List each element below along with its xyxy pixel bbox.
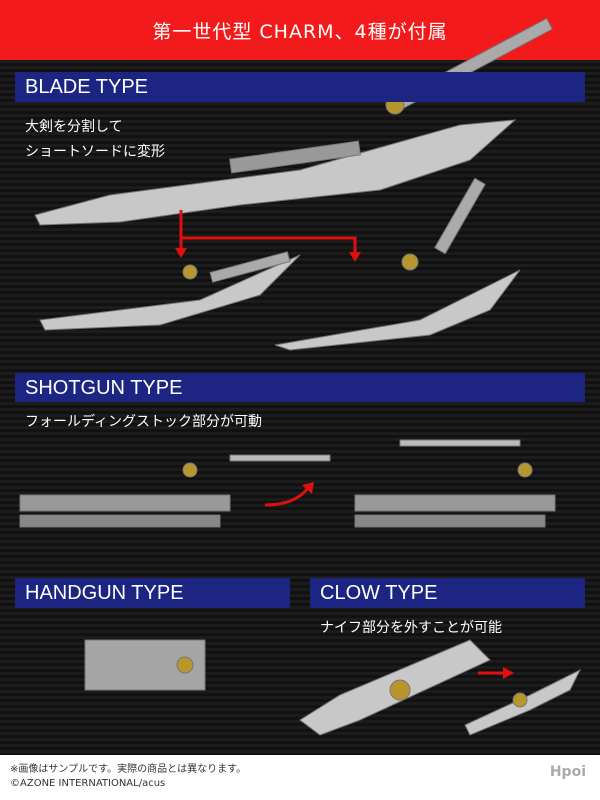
section-title: HANDGUN TYPE: [25, 582, 184, 604]
section-bar-handgun: HANDGUN TYPE: [15, 578, 290, 608]
short-sword-left: [39, 254, 301, 331]
section-bar-shotgun: SHOTGUN TYPE: [15, 373, 585, 402]
blade-description: 大剣を分割してショートソードに変形: [25, 115, 165, 165]
section-title: SHOTGUN TYPE: [25, 377, 183, 399]
section-title: BLADE TYPE: [25, 76, 149, 98]
desc-line: 大剣を分割して: [25, 119, 123, 135]
section-bar-clow: CLOW TYPE: [310, 578, 585, 608]
blade-large: [34, 119, 517, 226]
watermark-logo: Hpoi: [549, 764, 586, 780]
short-sword-right: [274, 269, 521, 351]
shotgun-description: フォールディングストック部分が可動: [25, 414, 263, 430]
shotgun-left: [19, 494, 231, 512]
desc-line: ショートソードに変形: [25, 144, 165, 160]
shotgun-right: [354, 494, 556, 512]
split-arrow: [179, 210, 357, 255]
section-title: CLOW TYPE: [320, 582, 438, 604]
header-title: 第一世代型 CHARM、4種が付属: [152, 20, 448, 43]
copyright: ©AZONE INTERNATIONAL/acus: [10, 778, 166, 789]
footer-note: ※画像はサンプルです。実際の商品とは異なります。: [10, 764, 247, 775]
header-banner: 第一世代型 CHARM、4種が付属: [0, 0, 600, 60]
clow-description: ナイフ部分を外すことが可能: [320, 620, 502, 636]
fold-arrow: [264, 487, 310, 507]
footer: ※画像はサンプルです。実際の商品とは異なります。 ©AZONE INTERNATI…: [0, 755, 600, 800]
section-bar-blade: BLADE TYPE: [15, 72, 585, 102]
